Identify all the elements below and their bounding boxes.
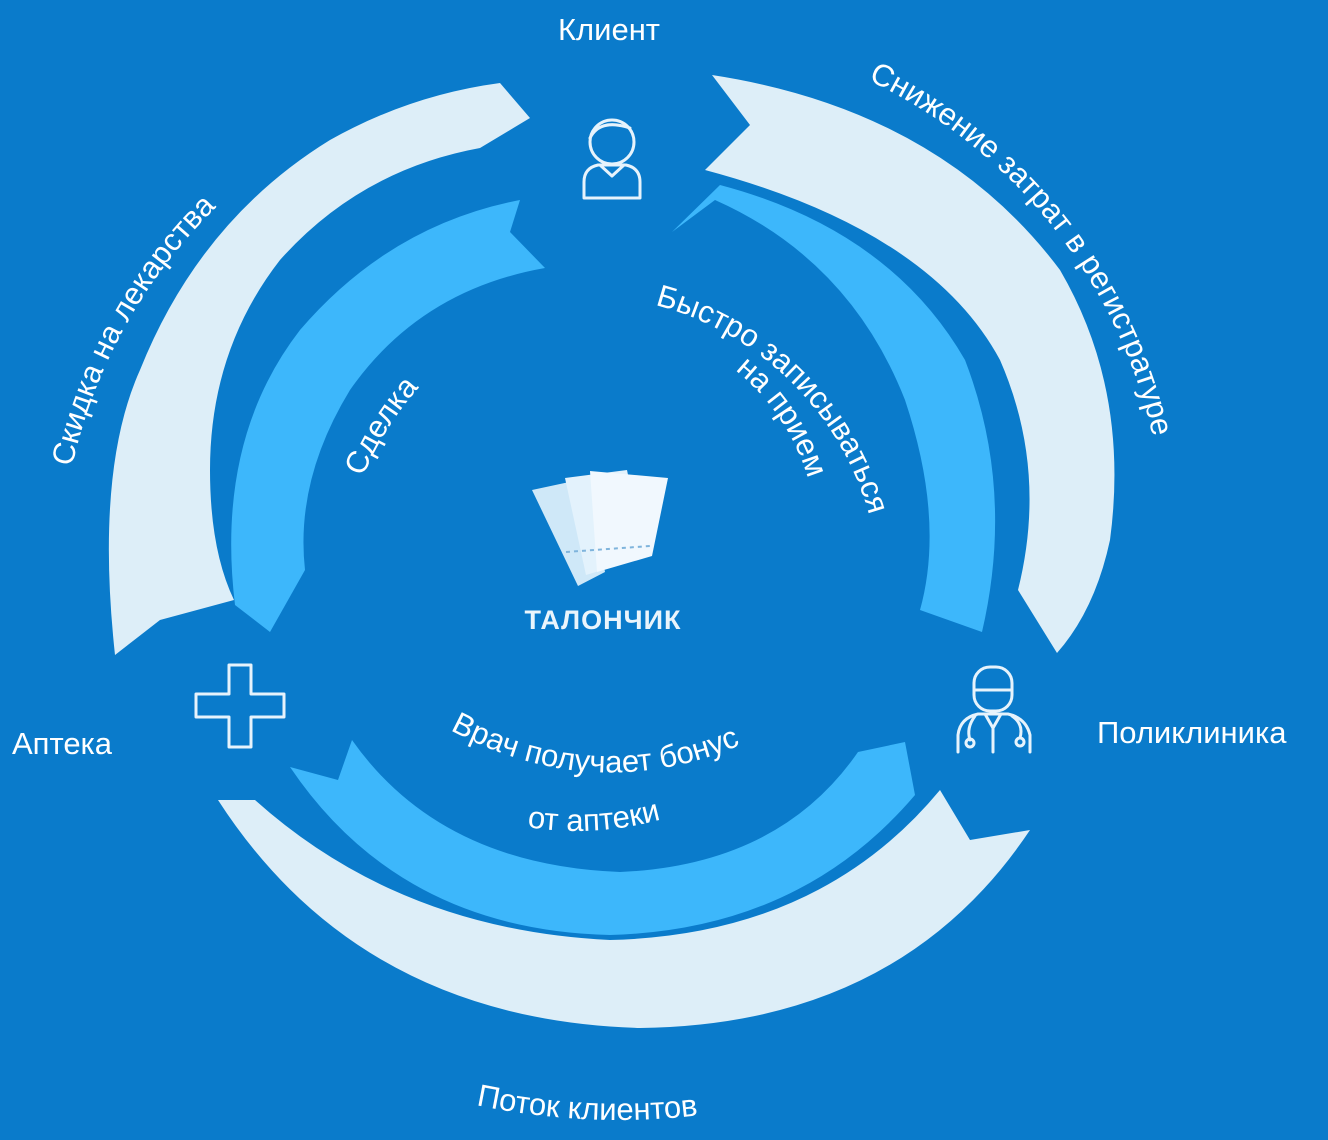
person-icon xyxy=(582,118,642,200)
inner-arrow-bottom-label-line1: Врач получает бонус xyxy=(447,705,743,779)
doctor-icon xyxy=(956,665,1032,754)
inner-arrow-right xyxy=(672,185,996,632)
node-pharmacy-label: Аптека xyxy=(12,726,113,761)
inner-arrow-bottom-label-line2: от аптеки xyxy=(526,792,663,838)
outer-arrow-bottom-label: Поток клиентов xyxy=(475,1078,699,1127)
node-clinic-label: Поликлиника xyxy=(1097,715,1287,750)
outer-arrow-right xyxy=(705,75,1115,653)
outer-arrow-left xyxy=(108,83,530,655)
inner-arrow-bottom xyxy=(290,740,915,935)
inner-arrow-left xyxy=(231,200,545,632)
outer-arrow-bottom xyxy=(218,790,1030,1028)
medical-cross-icon xyxy=(194,663,286,749)
node-client-label: Клиент xyxy=(558,12,660,47)
logo-text: ТАЛОНЧИК xyxy=(525,605,682,635)
tickets-icon xyxy=(532,470,668,586)
